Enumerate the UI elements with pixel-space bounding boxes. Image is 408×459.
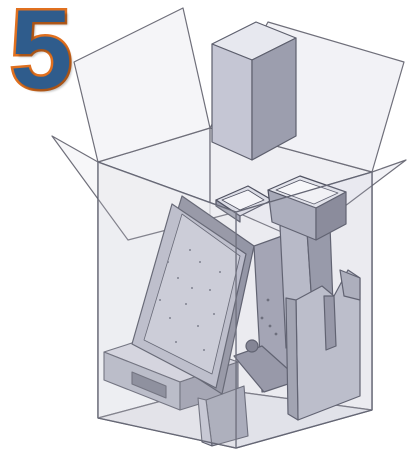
- foam-side-support: [285, 269, 361, 421]
- box-front-edges: [97, 161, 373, 449]
- foam-insert-block: [211, 21, 297, 161]
- display-panel: [131, 185, 273, 395]
- panel-dots: [159, 249, 221, 351]
- step-number: 5: [7, 0, 74, 112]
- knob: [245, 339, 259, 353]
- box-front-right-face: [236, 172, 372, 448]
- box-flap-back-left: [73, 7, 211, 163]
- box-front-left-face: [98, 162, 236, 448]
